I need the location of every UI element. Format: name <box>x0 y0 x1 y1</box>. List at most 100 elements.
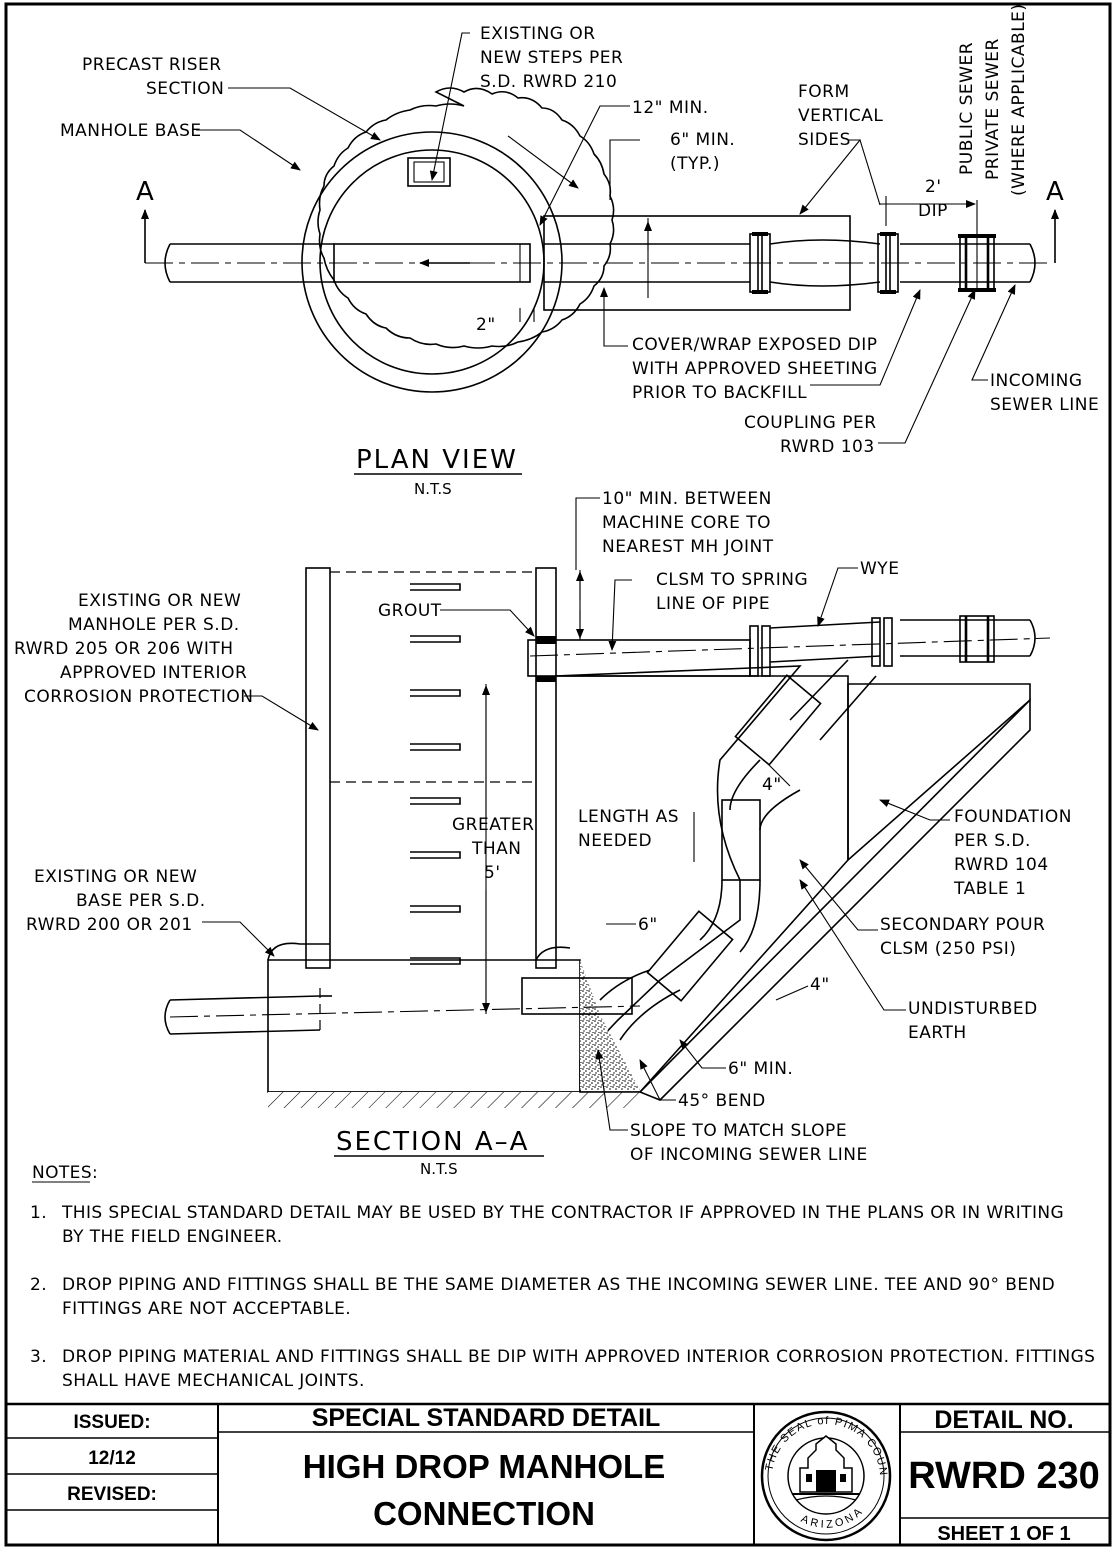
svg-text:DROP PIPING AND FITTINGS SHALL: DROP PIPING AND FITTINGS SHALL BE THE SA… <box>62 1275 1055 1295</box>
plan-view-title: PLAN VIEW <box>356 445 518 475</box>
section-coupling <box>959 615 995 663</box>
svg-text:PRECAST RISER: PRECAST RISER <box>82 55 222 75</box>
manhole-base-outline <box>317 87 615 349</box>
section-view: 10" MIN. BETWEEN MACHINE CORE TO NEAREST… <box>14 489 1072 1178</box>
label-core: 10" MIN. BETWEEN MACHINE CORE TO NEAREST… <box>602 489 773 557</box>
svg-text:NEW STEPS PER: NEW STEPS PER <box>480 48 623 68</box>
label-incoming-sewer: INCOMING SEWER LINE <box>990 371 1099 415</box>
drawing-title-line-2: CONNECTION <box>373 1495 595 1532</box>
svg-text:RWRD 205 OR 206 WITH: RWRD 205 OR 206 WITH <box>14 639 234 659</box>
section-flange-2 <box>871 617 893 667</box>
drawing-title-line-1: HIGH DROP MANHOLE <box>303 1448 665 1485</box>
label-wye: WYE <box>860 559 899 579</box>
svg-text:CLSM (250 PSI): CLSM (250 PSI) <box>880 939 1016 959</box>
svg-text:3.: 3. <box>30 1347 47 1367</box>
svg-text:5': 5' <box>484 863 501 883</box>
svg-text:COUPLING PER: COUPLING PER <box>744 413 877 433</box>
svg-text:FOUNDATION: FOUNDATION <box>954 807 1072 827</box>
svg-text:SEWER LINE: SEWER LINE <box>990 395 1099 415</box>
svg-text:SLOPE TO MATCH SLOPE: SLOPE TO MATCH SLOPE <box>630 1121 847 1141</box>
svg-text:MANHOLE PER S.D.: MANHOLE PER S.D. <box>68 615 240 635</box>
detail-no: RWRD 230 <box>908 1455 1099 1497</box>
svg-text:EXISTING OR: EXISTING OR <box>480 24 596 44</box>
svg-text:ARIZONA: ARIZONA <box>799 1504 867 1531</box>
section-view-scale: N.T.S <box>420 1160 458 1178</box>
plan-view-scale: N.T.S <box>414 480 452 498</box>
svg-text:EXISTING OR NEW: EXISTING OR NEW <box>34 867 197 887</box>
plan-view: A A PRECAST RISER SECTION MANHOLE BASE E… <box>60 3 1099 498</box>
svg-text:DIP: DIP <box>918 201 948 221</box>
detail-no-label: DETAIL NO. <box>934 1406 1073 1434</box>
sheet-number: SHEET 1 OF 1 <box>937 1523 1070 1545</box>
svg-text:MACHINE CORE TO: MACHINE CORE TO <box>602 513 771 533</box>
svg-text:BASE PER S.D.: BASE PER S.D. <box>76 891 206 911</box>
notes: NOTES: 1. THIS SPECIAL STANDARD DETAIL M… <box>30 1163 1095 1391</box>
svg-text:EARTH: EARTH <box>908 1023 967 1043</box>
label-clsm-spring: CLSM TO SPRING LINE OF PIPE <box>656 570 808 614</box>
label-4-inch-b: 4" <box>810 975 830 995</box>
wye-branch <box>789 659 877 741</box>
section-view-title: SECTION A–A <box>336 1127 529 1157</box>
note-3: 3. DROP PIPING MATERIAL AND FITTINGS SHA… <box>30 1347 1095 1391</box>
svg-text:BY THE FIELD ENGINEER.: BY THE FIELD ENGINEER. <box>62 1227 283 1247</box>
label-undisturbed: UNDISTURBED EARTH <box>908 999 1038 1043</box>
label-coupling: COUPLING PER RWRD 103 <box>744 413 877 457</box>
precast-riser-outer <box>301 131 563 393</box>
incoming-pipe-top <box>527 639 751 677</box>
svg-text:INCOMING: INCOMING <box>990 371 1083 391</box>
svg-text:1.: 1. <box>30 1203 47 1223</box>
label-greater-than: GREATER THAN 5' <box>452 815 534 883</box>
flange-2 <box>877 232 899 294</box>
label-slope: SLOPE TO MATCH SLOPE OF INCOMING SEWER L… <box>630 1121 867 1165</box>
label-12-min: 12" MIN. <box>632 98 709 118</box>
svg-text:UNDISTURBED: UNDISTURBED <box>908 999 1038 1019</box>
svg-text:COVER/WRAP EXPOSED DIP: COVER/WRAP EXPOSED DIP <box>632 335 877 355</box>
svg-text:THIS SPECIAL STANDARD DETAIL M: THIS SPECIAL STANDARD DETAIL MAY BE USED… <box>61 1203 1064 1223</box>
notes-heading: NOTES: <box>32 1163 98 1183</box>
issued-label: ISSUED: <box>73 1412 150 1433</box>
label-precast-riser: PRECAST RISER SECTION <box>82 55 224 99</box>
svg-text:RWRD 104: RWRD 104 <box>954 855 1049 875</box>
svg-text:TABLE 1: TABLE 1 <box>953 879 1026 899</box>
label-length: LENGTH AS NEEDED <box>578 807 679 851</box>
precast-riser-inner <box>319 149 545 375</box>
section-mark-a-right: A <box>1046 177 1066 207</box>
svg-text:SIDES: SIDES <box>798 130 851 150</box>
label-private-sewer: PRIVATE SEWER <box>983 38 1003 180</box>
drop-fitting-upper <box>734 674 822 766</box>
revised-label: REVISED: <box>67 1484 157 1505</box>
svg-text:SHALL HAVE MECHANICAL JOINTS.: SHALL HAVE MECHANICAL JOINTS. <box>62 1371 365 1391</box>
drop-fitting-lower <box>646 910 734 1002</box>
svg-text:WITH APPROVED SHEETING: WITH APPROVED SHEETING <box>632 359 878 379</box>
svg-text:PRIOR TO BACKFILL: PRIOR TO BACKFILL <box>632 383 807 403</box>
title-block-header: SPECIAL STANDARD DETAIL <box>312 1404 661 1432</box>
label-where-applicable: (WHERE APPLICABLE) <box>1009 3 1029 196</box>
svg-text:CORROSION PROTECTION: CORROSION PROTECTION <box>24 687 254 707</box>
label-form-sides: FORM VERTICAL SIDES <box>798 82 883 150</box>
label-manhole-base: MANHOLE BASE <box>60 121 202 141</box>
svg-text:APPROVED INTERIOR: APPROVED INTERIOR <box>60 663 247 683</box>
svg-text:2': 2' <box>925 177 942 197</box>
svg-text:RWRD 200 OR 201: RWRD 200 OR 201 <box>26 915 193 935</box>
svg-text:CLSM TO SPRING: CLSM TO SPRING <box>656 570 808 590</box>
label-public-sewer: PUBLIC SEWER <box>957 42 977 175</box>
label-existing-base: EXISTING OR NEW BASE PER S.D. RWRD 200 O… <box>26 867 206 935</box>
label-existing-manhole: EXISTING OR NEW MANHOLE PER S.D. RWRD 20… <box>14 591 254 707</box>
svg-text:LINE OF PIPE: LINE OF PIPE <box>656 594 770 614</box>
svg-text:FITTINGS ARE NOT ACCEPTABLE.: FITTINGS ARE NOT ACCEPTABLE. <box>62 1299 351 1319</box>
svg-text:SECONDARY POUR: SECONDARY POUR <box>880 915 1045 935</box>
label-steps: EXISTING OR NEW STEPS PER S.D. RWRD 210 <box>480 24 623 92</box>
svg-text:VERTICAL: VERTICAL <box>798 106 883 126</box>
svg-text:THE SEAL of PIMA COUNTY: THE SEAL of PIMA COUNTY <box>0 0 888 1477</box>
label-cover-wrap: COVER/WRAP EXPOSED DIP WITH APPROVED SHE… <box>632 335 878 403</box>
section-mark-a-left: A <box>136 177 156 207</box>
label-dip: 2' DIP <box>918 177 948 221</box>
svg-text:(TYP.): (TYP.) <box>670 154 720 174</box>
manhole-steps <box>410 583 461 965</box>
drop-pipe-vertical <box>721 799 761 881</box>
svg-text:SECTION: SECTION <box>146 79 224 99</box>
note-2: 2. DROP PIPING AND FITTINGS SHALL BE THE… <box>30 1275 1055 1319</box>
undisturbed-earth <box>638 698 1031 1101</box>
flange-1 <box>749 232 771 294</box>
svg-text:DROP PIPING MATERIAL AND FITTI: DROP PIPING MATERIAL AND FITTINGS SHALL … <box>62 1347 1095 1367</box>
